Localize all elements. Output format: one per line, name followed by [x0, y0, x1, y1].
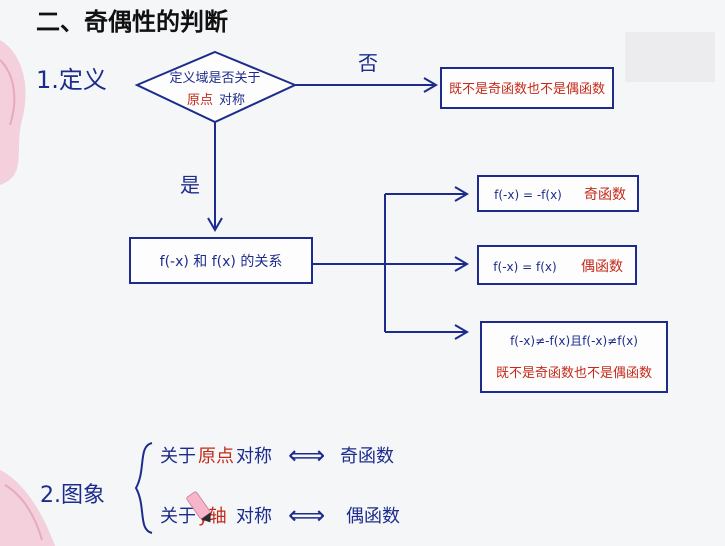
ribbon-decoration-bottom-left: [0, 470, 55, 546]
relation-box: [129, 237, 313, 284]
section2-brace: [134, 442, 153, 534]
graph-row1-suffix: 对称: [236, 446, 272, 467]
even-formula: f(-x) = f(x): [493, 260, 556, 274]
branch-yes-label: 是: [180, 173, 200, 197]
neither-formula: f(-x)≠-f(x)且f(-x)≠f(x): [510, 334, 638, 348]
arrow-even-head: [454, 256, 469, 272]
diamond-line2-red: 原点: [187, 93, 213, 108]
relation-box-text: f(-x) 和 f(x) 的关系: [160, 254, 283, 270]
graph-row2-result: 偶函数: [346, 506, 400, 527]
neither-result: 既不是奇函数也不是偶函数: [496, 365, 652, 381]
arrow-neither-head: [454, 324, 469, 340]
graph-row2-suffix: 对称: [236, 506, 272, 527]
pen-cursor-icon: [186, 491, 211, 523]
iff-arrow-row2: ⟺: [288, 501, 325, 531]
graph-row1-result: 奇函数: [340, 446, 394, 467]
arrow-yes-head: [207, 217, 223, 232]
ribbon-decoration-top-left: [0, 40, 26, 185]
graph-row1-prefix: 关于: [160, 446, 196, 467]
odd-box: [477, 175, 639, 212]
branch-no-label: 否: [358, 51, 378, 75]
diamond-line2-blue: 对称: [219, 93, 245, 108]
diamond-line1: 定义域是否关于: [169, 71, 260, 86]
result-neither-box: [440, 67, 614, 109]
section1-label: 1.定义: [36, 66, 107, 94]
odd-result: 奇函数: [584, 186, 626, 203]
iff-arrow-row1: ⟺: [288, 441, 325, 471]
section2-label: 2.图象: [40, 483, 105, 508]
even-box: [477, 245, 637, 285]
even-result: 偶函数: [581, 259, 623, 275]
neither-box: [480, 321, 668, 393]
graph-row1-highlight: 原点: [198, 446, 234, 467]
arrow-odd-head: [454, 186, 469, 202]
graph-row2-prefix: 关于: [160, 506, 196, 527]
decision-diamond: [134, 50, 298, 124]
blurred-watermark: [625, 32, 715, 82]
arrow-no-head: [423, 77, 438, 93]
page-title: 二、奇偶性的判断: [36, 8, 228, 36]
result-neither-text: 既不是奇函数也不是偶函数: [449, 81, 605, 97]
odd-formula: f(-x) = -f(x): [494, 188, 562, 202]
